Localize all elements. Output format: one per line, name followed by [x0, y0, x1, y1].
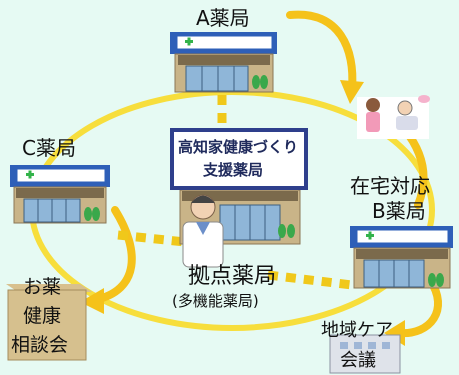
hub-sign-line-1: 高知家健康づくり: [178, 138, 299, 156]
arrow-to-meeting: [396, 276, 442, 338]
pharmacy-b-building: [350, 226, 453, 289]
arrow-a-to-home: [286, 10, 357, 92]
pharmacy-c-building: [10, 165, 110, 224]
consultation-line-2: 健康: [23, 305, 62, 327]
hub-pharmacy-label: 拠点薬局: [188, 264, 277, 289]
dash-c-to-hub: [117, 230, 186, 247]
pharmacy-b-label: B薬局: [372, 199, 426, 223]
arrow-to-consultation: [91, 206, 136, 304]
pharmacy-b-prefix: 在宅対応: [350, 174, 430, 198]
home-visit-illustration: [357, 95, 430, 139]
pharmacy-c-label: C薬局: [22, 136, 76, 160]
consultation-line-3: 相談会: [11, 334, 69, 356]
arrowhead-a-to-home: [340, 80, 364, 104]
pharmacy-a-building: [170, 32, 277, 93]
hub-pharmacy-sublabel: (多機能薬局): [172, 292, 259, 310]
consultation-line-1: お薬: [23, 276, 62, 298]
arrowhead-to-consultation: [80, 288, 104, 314]
pharmacist-figure: [182, 194, 224, 268]
meeting-line-2: 会議: [340, 350, 376, 371]
hub-sign-board: [170, 128, 308, 190]
meeting-building: [329, 334, 401, 374]
meeting-line-1: 地域ケア: [321, 320, 393, 341]
consultation-booth: [6, 284, 92, 361]
pharmacy-a-label: A薬局: [196, 6, 250, 30]
dash-b-to-hub: [267, 270, 353, 290]
hub-sign-line-2: 支援薬局: [203, 161, 264, 179]
